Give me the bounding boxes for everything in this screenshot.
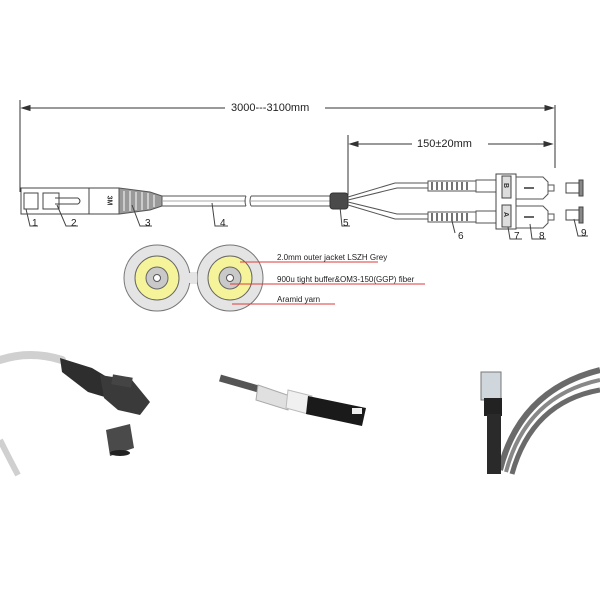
breakout-splitter-drawing	[329, 192, 349, 210]
brand-mark-3m: 3M	[105, 195, 113, 206]
breakout-dimension-line	[347, 135, 554, 195]
sc-boots-drawing	[427, 179, 497, 224]
overall-length-label: 3000---3100mm	[228, 102, 313, 114]
breakout-length-label: 150±20mm	[414, 138, 475, 150]
sc-connectors-drawing	[515, 176, 555, 229]
duplex-label-a: A	[502, 211, 510, 218]
callout-leaders	[25, 202, 588, 240]
dust-caps-drawing	[565, 179, 584, 224]
spec-outer-jacket: 2.0mm outer jacket LSZH Grey	[277, 253, 388, 262]
callout-3: 3	[145, 218, 151, 229]
connector-side-view-photo	[219, 374, 366, 426]
callout-5: 5	[343, 218, 349, 229]
cable-drawing	[162, 195, 330, 207]
duplex-clip-drawing	[495, 173, 517, 230]
cable-assembly-photo	[480, 367, 600, 475]
spec-aramid-yarn: Aramid yarn	[277, 295, 321, 304]
callout-8: 8	[539, 231, 545, 242]
strain-relief-boot-drawing	[118, 187, 163, 215]
left-connector-drawing	[20, 187, 120, 215]
mtrj-connector-with-dust-cap-photo	[0, 351, 150, 477]
callout-9: 9	[581, 228, 587, 239]
callout-2: 2	[71, 218, 77, 229]
spec-tight-buffer-fiber: 900u tight buffer&OM3-150(GGP) fiber	[277, 275, 415, 284]
duplex-label-b: B	[502, 182, 510, 189]
callout-1: 1	[32, 218, 38, 229]
fiber-cross-section	[123, 244, 264, 312]
overall-dimension-line	[19, 100, 556, 192]
fanout-legs-drawing	[347, 182, 428, 220]
callout-6: 6	[458, 231, 464, 242]
callout-4: 4	[220, 218, 226, 229]
cross-section-leaders	[230, 261, 425, 305]
callout-7: 7	[514, 231, 520, 242]
